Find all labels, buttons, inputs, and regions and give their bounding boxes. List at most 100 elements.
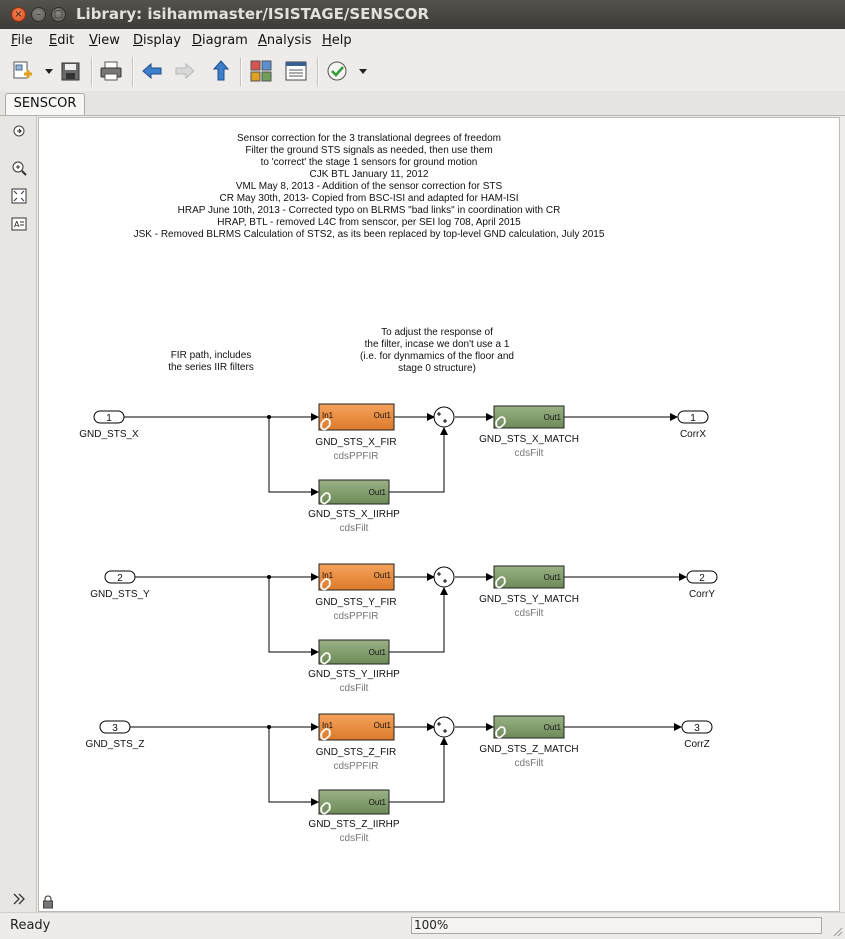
menu-help[interactable]: Help (322, 33, 352, 48)
fir-block-name: GND_STS_X_FIR (315, 437, 396, 448)
outport-label: CorrZ (684, 739, 710, 750)
header-note: Sensor correction for the 3 translationa… (79, 133, 659, 241)
sum-block-shape (433, 716, 455, 738)
outport-number: 1 (690, 413, 696, 424)
maximize-icon: □ (53, 9, 64, 20)
menu-display[interactable]: Display (133, 33, 181, 48)
iir-block-shape (318, 639, 390, 665)
adjust-response-note-line: (i.e. for dynmamics of the floor and (360, 351, 514, 362)
forward-button[interactable] (172, 58, 198, 84)
maximize-window-button[interactable]: □ (51, 7, 66, 22)
print-icon (100, 61, 122, 81)
library-browser-button[interactable] (248, 58, 274, 84)
fir-block-shape (318, 713, 395, 741)
fir-path-note-line: the series IIR filters (168, 362, 254, 373)
menu-analysis[interactable]: Analysis (258, 33, 312, 48)
adjust-response-note-line: stage 0 structure) (398, 363, 476, 374)
fir-block-type: cdsPPFIR (333, 761, 378, 772)
model-advisor-dropdown[interactable] (350, 58, 367, 84)
model-advisor-button[interactable] (324, 58, 350, 84)
fir-block-shape (318, 403, 395, 431)
tab-senscor[interactable]: SENSCOR (5, 93, 85, 115)
close-icon: × (14, 9, 23, 20)
model-canvas[interactable]: Sensor correction for the 3 translationa… (38, 117, 840, 912)
hide-browser-button[interactable] (10, 122, 28, 140)
menu-view[interactable]: View (89, 33, 120, 48)
new-model-button[interactable] (10, 58, 36, 84)
menu-file[interactable]: File (11, 33, 33, 48)
check-icon (327, 61, 347, 81)
outport-number: 3 (694, 723, 700, 734)
fit-view-button[interactable] (10, 187, 28, 205)
iir-block-shape (318, 789, 390, 815)
minimize-window-button[interactable]: – (31, 7, 46, 22)
header-note-line: VML May 8, 2013 - Addition of the sensor… (235, 181, 503, 192)
iir-block-type: cdsFilt (340, 683, 369, 694)
model-explorer-button[interactable] (283, 58, 309, 84)
print-button[interactable] (98, 58, 124, 84)
outport-label: CorrX (680, 429, 706, 440)
fir-path-note: FIR path, includes the series IIR filter… (151, 350, 271, 374)
inport-label: GND_STS_X (79, 429, 139, 440)
match-block-shape (493, 405, 565, 429)
header-note-line: CJK BTL January 11, 2012 (309, 169, 429, 180)
signal-line (268, 577, 319, 656)
up-button[interactable] (208, 58, 234, 84)
block-out-port-label: Out1 (544, 413, 562, 422)
sum-block[interactable] (433, 716, 455, 738)
window-title: Library: isihammaster/ISISTAGE/SENSCOR (76, 5, 430, 23)
iir-block-type: cdsFilt (340, 523, 369, 534)
match-block-name: GND_STS_Y_MATCH (479, 594, 579, 605)
lock-toggle[interactable] (42, 894, 54, 909)
toolbar-separator (91, 57, 93, 87)
lock-icon (43, 895, 53, 909)
fir-path-note-line: FIR path, includes (170, 350, 252, 361)
signal-lines (135, 573, 687, 656)
model-explorer-icon (285, 61, 307, 81)
fir-block-type: cdsPPFIR (333, 611, 378, 622)
close-window-button[interactable]: × (11, 7, 26, 22)
outport-shape (677, 410, 709, 424)
sum-block[interactable] (433, 406, 455, 428)
block-out-port-label: Out1 (544, 723, 562, 732)
menu-diagram[interactable]: Diagram (192, 33, 248, 48)
expand-palette-button[interactable] (10, 890, 28, 908)
back-button[interactable] (139, 58, 165, 84)
save-icon (61, 62, 80, 81)
signal-line (389, 737, 448, 803)
annotation-button[interactable]: A (10, 215, 28, 233)
match-block-type: cdsFilt (515, 608, 544, 619)
resize-grip-icon[interactable] (833, 927, 843, 937)
expand-icon (13, 893, 25, 905)
sum-block[interactable] (433, 566, 455, 588)
sum-signs (437, 572, 447, 583)
library-browser-icon (250, 60, 272, 82)
match-block-type: cdsFilt (515, 448, 544, 459)
toolbar (0, 53, 845, 92)
outport-shape (686, 570, 718, 584)
new-model-dropdown[interactable] (36, 58, 53, 84)
fir-block-type: cdsPPFIR (333, 451, 378, 462)
match-block-name: GND_STS_X_MATCH (479, 434, 579, 445)
signal-line (389, 427, 448, 493)
menu-edit[interactable]: Edit (49, 33, 75, 48)
zoom-button[interactable] (10, 159, 28, 177)
fit-view-icon (11, 188, 27, 204)
save-button[interactable] (58, 58, 84, 84)
